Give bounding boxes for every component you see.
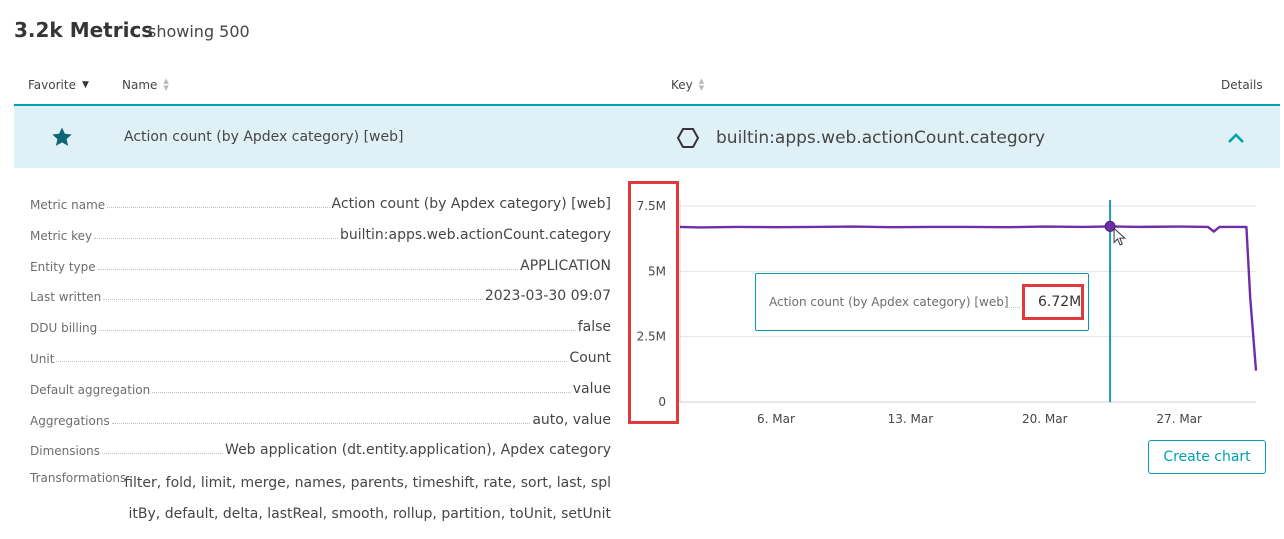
detail-row: DDU billing false (30, 315, 611, 335)
row-metric-name: Action count (by Apdex category) [web] (124, 129, 404, 145)
detail-value: APPLICATION (520, 258, 611, 274)
detail-label: Transformations (30, 471, 127, 485)
column-details-label: Details (1221, 78, 1263, 92)
x-tick-label: 20. Mar (1022, 412, 1068, 426)
mouse-pointer-icon (1113, 227, 1127, 246)
header-divider (14, 104, 1280, 106)
detail-value: Count (569, 350, 611, 366)
detail-row: Unit Count (30, 346, 611, 366)
x-tick-label: 13. Mar (888, 412, 934, 426)
detail-value: Action count (by Apdex category) [web] (331, 196, 611, 212)
detail-row: Metric key builtin:apps.web.actionCount.c… (30, 223, 611, 243)
detail-label: Entity type (30, 260, 96, 274)
detail-row: Aggregations auto, value (30, 408, 611, 428)
chart-tooltip: Action count (by Apdex category) [web] 6… (755, 273, 1089, 331)
value-highlight-box (1022, 284, 1084, 320)
series-line (679, 225, 1258, 371)
detail-label: Unit (30, 352, 55, 366)
detail-value: auto, value (532, 412, 611, 428)
column-favorite-label: Favorite (28, 78, 76, 92)
detail-label: Metric key (30, 229, 93, 243)
showing-count: showing 500 (148, 22, 250, 41)
detail-leader (99, 330, 576, 331)
detail-leader (107, 207, 330, 208)
detail-value: 2023-03-30 09:07 (484, 288, 611, 304)
detail-label: Last written (30, 290, 102, 304)
tooltip-leader (1006, 307, 1020, 308)
yaxis-highlight-box (628, 181, 679, 424)
detail-leader (152, 392, 571, 393)
detail-value: Web application (dt.entity.application),… (225, 442, 611, 458)
y-tick-label: 2.5M (637, 330, 666, 344)
column-name-label: Name (122, 78, 158, 92)
detail-leader (111, 423, 531, 424)
table-row-expanded[interactable] (14, 106, 1280, 168)
detail-label: Dimensions (30, 444, 101, 458)
metrics-count-title: 3.2k Metrics (14, 18, 154, 42)
sort-icon: ▲▼ (698, 77, 705, 92)
detail-leader (94, 238, 338, 239)
detail-row: Last written 2023-03-30 09:07 (30, 284, 611, 304)
column-key[interactable]: Key ▲▼ (671, 77, 705, 93)
detail-row: Default aggregation value (30, 377, 611, 397)
detail-row: Metric name Action count (by Apdex catego… (30, 192, 611, 212)
detail-value: false (577, 319, 611, 335)
y-tick-label: 0 (658, 395, 666, 409)
star-icon[interactable] (50, 125, 74, 149)
metric-chart[interactable]: 7.5M 5M 2.5M 0 6. Mar 13. Mar 20. Mar 27. Mar (628, 180, 1284, 440)
detail-row: Entity type APPLICATION (30, 254, 611, 274)
column-details: Details (1221, 78, 1263, 92)
create-chart-button[interactable]: Create chart (1148, 440, 1266, 474)
column-key-label: Key (671, 78, 693, 92)
column-name[interactable]: Name ▲▼ (122, 77, 169, 93)
detail-label: Aggregations (30, 414, 110, 428)
detail-label: Metric name (30, 198, 106, 212)
detail-leader (103, 299, 483, 300)
tooltip-series-label: Action count (by Apdex category) [web] (769, 295, 1009, 309)
y-tick-label: 7.5M (637, 199, 666, 213)
column-favorite[interactable]: Favorite ▼ (28, 78, 89, 92)
hexagon-icon (676, 126, 700, 150)
detail-label: DDU billing (30, 321, 98, 335)
tooltip-value: 6.72M (1038, 294, 1082, 310)
sort-icon: ▲▼ (163, 77, 169, 92)
detail-value: filter, fold, limit, merge, names, paren… (124, 475, 611, 522)
detail-value: value (572, 381, 611, 397)
detail-value: builtin:apps.web.actionCount.category (340, 227, 611, 243)
detail-label: Default aggregation (30, 383, 151, 397)
row-metric-key: builtin:apps.web.actionCount.category (716, 128, 1046, 148)
detail-leader (102, 453, 224, 454)
cursor-point (1104, 220, 1116, 232)
chevron-up-icon[interactable] (1224, 128, 1248, 148)
x-tick-label: 27. Mar (1156, 412, 1202, 426)
sort-desc-icon: ▼ (81, 80, 89, 90)
detail-row: Dimensions Web application (dt.entity.app… (30, 438, 611, 458)
detail-leader (97, 269, 519, 270)
detail-leader (56, 361, 568, 362)
x-tick-label: 6. Mar (757, 412, 795, 426)
y-tick-label: 5M (648, 264, 666, 278)
